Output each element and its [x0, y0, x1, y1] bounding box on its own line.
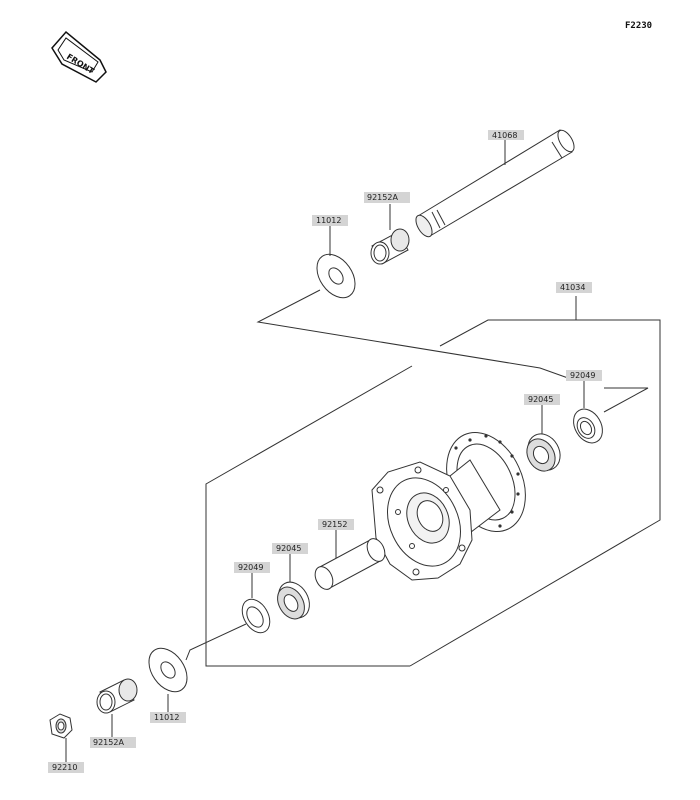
wheel-hub: [371, 431, 526, 581]
label-spacer: 92152: [322, 520, 347, 529]
hub-bracket-outline: [205, 289, 661, 667]
collar-bottom: [96, 678, 138, 714]
seal-left: [241, 598, 271, 634]
label-collar-bottom: 92152A: [93, 738, 124, 747]
label-washer-top: 11012: [316, 216, 341, 225]
label-washer-bottom: 11012: [154, 713, 179, 722]
axle: [415, 129, 575, 238]
washer-top: [316, 253, 356, 299]
label-bearing-right: 92045: [528, 395, 553, 404]
front-arrow-icon: FRONT: [51, 30, 107, 83]
seal-right: [573, 408, 603, 444]
collar-top: [370, 228, 410, 265]
label-collar-top: 92152A: [367, 193, 398, 202]
washer-bottom: [148, 647, 188, 693]
label-axle: 41068: [492, 131, 517, 140]
diagram-code: F2230: [625, 21, 652, 31]
label-hub: 41034: [560, 283, 585, 292]
label-seal-right: 92049: [570, 371, 595, 380]
label-seal-left: 92049: [238, 563, 263, 572]
label-bearing-left: 92045: [276, 544, 301, 553]
label-nut: 92210: [52, 763, 77, 772]
bearing-left: [277, 581, 310, 620]
spacer: [314, 538, 386, 590]
bearing-right: [526, 433, 561, 472]
axle-nut: [49, 713, 73, 739]
